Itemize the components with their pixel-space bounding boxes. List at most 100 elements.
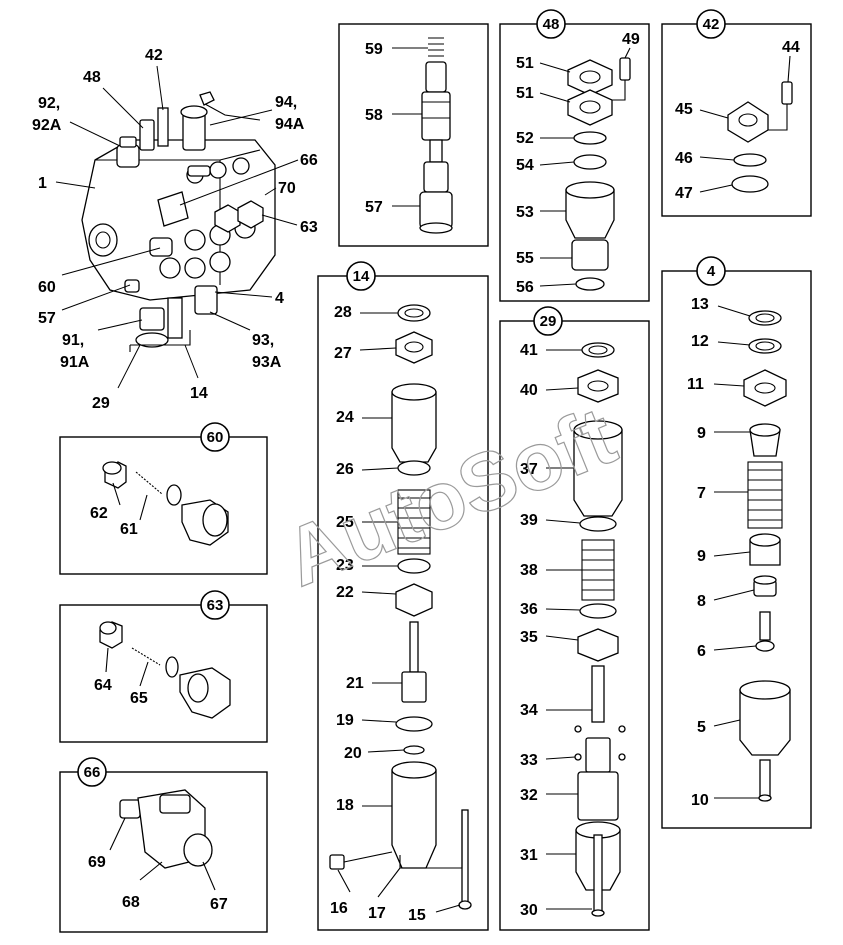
callout-67: 67 (210, 896, 228, 913)
callout-16: 16 (330, 900, 348, 917)
callout-42: 42 (145, 47, 163, 64)
svg-text:48: 48 (543, 16, 560, 33)
callout-38: 38 (520, 562, 538, 579)
panel-badge-60: 60 (200, 422, 230, 452)
panel-frame-66 (59, 771, 268, 933)
callout-91a: 91A (60, 354, 90, 371)
callout-57b: 57 (365, 199, 383, 216)
callout-48: 48 (83, 69, 101, 86)
callout-13: 13 (691, 296, 709, 313)
callout-70: 70 (278, 180, 296, 197)
panel-frame-4 (661, 270, 812, 829)
panel-frame-42 (661, 23, 812, 217)
callout-60: 60 (38, 279, 56, 296)
callout-11: 11 (687, 376, 704, 393)
callout-8: 8 (697, 593, 706, 610)
callout-12: 12 (691, 333, 709, 350)
callout-53: 53 (516, 204, 534, 221)
svg-text:14: 14 (353, 268, 370, 285)
callout-19: 19 (336, 712, 354, 729)
callout-58: 58 (365, 107, 383, 124)
callout-69: 69 (88, 854, 106, 871)
callout-47: 47 (675, 185, 693, 202)
panel-badge-42: 42 (696, 9, 726, 39)
panel-57-spool (392, 37, 453, 234)
callout-45: 45 (675, 101, 693, 118)
panel-frame-63 (59, 604, 268, 743)
panel-badge-14: 14 (346, 261, 376, 291)
panel-badge-48: 48 (536, 9, 566, 39)
panel-60-parts (102, 461, 229, 546)
callout-37: 37 (520, 461, 538, 478)
callout-55: 55 (516, 250, 534, 267)
callout-5: 5 (697, 719, 706, 736)
callout-46: 46 (675, 150, 693, 167)
callout-41: 41 (520, 342, 538, 359)
callout-30: 30 (520, 902, 538, 919)
callout-18: 18 (336, 797, 354, 814)
callout-23: 23 (336, 557, 354, 574)
callout-93a: 93A (252, 354, 282, 371)
callout-40: 40 (520, 382, 538, 399)
main-leader-lines (55, 65, 299, 389)
callout-14: 14 (190, 385, 208, 402)
panel-29-spool-stack (545, 342, 626, 917)
panel-badge-29: 29 (533, 306, 563, 336)
callout-7: 7 (697, 485, 706, 502)
control-valve-body (81, 91, 276, 352)
svg-text:63: 63 (207, 597, 224, 614)
panel-48-parts (539, 47, 631, 291)
callout-93: 93, (252, 332, 274, 349)
callout-59: 59 (365, 41, 383, 58)
callout-61: 61 (120, 521, 138, 538)
callout-92a: 92A (32, 117, 62, 134)
panel-badge-66: 66 (77, 757, 107, 787)
panel-frame-57 (338, 23, 489, 247)
callout-92: 92, (38, 95, 60, 112)
callout-51a: 51 (516, 55, 534, 72)
callout-94: 94, (275, 94, 297, 111)
panel-frame-14 (317, 275, 489, 931)
callout-44: 44 (782, 39, 800, 56)
svg-text:29: 29 (540, 313, 557, 330)
callout-51b: 51 (516, 85, 534, 102)
callout-57: 57 (38, 310, 56, 327)
callout-10: 10 (691, 792, 709, 809)
callout-68: 68 (122, 894, 140, 911)
panel-42-parts (699, 55, 793, 193)
callout-65: 65 (130, 690, 148, 707)
panel-badge-63: 63 (200, 590, 230, 620)
callout-94a: 94A (275, 116, 305, 133)
callout-39: 39 (520, 512, 538, 529)
callout-4: 4 (275, 290, 284, 307)
panel-63-parts (99, 621, 231, 719)
callout-36: 36 (520, 601, 538, 618)
callout-9a: 9 (697, 425, 706, 442)
callout-29: 29 (92, 395, 110, 412)
callout-63: 63 (300, 219, 318, 236)
panel-14-spool-stack (329, 304, 472, 913)
callout-6: 6 (697, 643, 706, 660)
callout-1: 1 (38, 175, 47, 192)
callout-20: 20 (344, 745, 362, 762)
callout-22: 22 (336, 584, 354, 601)
callout-91: 91, (62, 332, 84, 349)
callout-62: 62 (90, 505, 108, 522)
panel-badge-4: 4 (696, 256, 726, 286)
callout-17: 17 (368, 905, 386, 922)
svg-text:4: 4 (707, 263, 716, 280)
callout-24: 24 (336, 409, 354, 426)
callout-9b: 9 (697, 548, 706, 565)
callout-28: 28 (334, 304, 352, 321)
callout-21: 21 (346, 675, 364, 692)
callout-31: 31 (520, 847, 538, 864)
svg-text:66: 66 (84, 764, 101, 781)
callout-66: 66 (300, 152, 318, 169)
callout-52: 52 (516, 130, 534, 147)
panel-66-solenoid (109, 789, 216, 891)
svg-text:60: 60 (207, 429, 224, 446)
panel-frame-60 (59, 436, 268, 575)
callout-49: 49 (622, 31, 640, 48)
callout-32: 32 (520, 787, 538, 804)
callout-33: 33 (520, 752, 538, 769)
